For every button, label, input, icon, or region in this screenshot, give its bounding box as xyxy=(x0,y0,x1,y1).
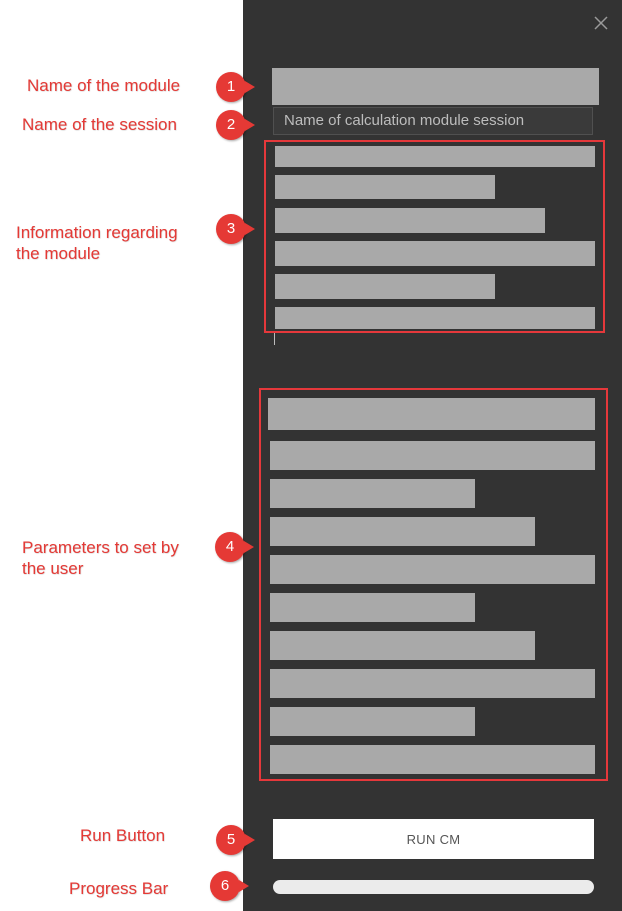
module-info-line xyxy=(275,274,495,299)
annotation-badge-2: 2 xyxy=(216,110,255,140)
module-info-line xyxy=(275,241,595,266)
parameter-field[interactable] xyxy=(270,669,595,698)
close-icon[interactable] xyxy=(592,14,610,32)
annotation-label-module-info: Information regarding the module xyxy=(16,223,178,263)
run-cm-button[interactable]: RUN CM xyxy=(273,819,594,859)
annotation-badge-5: 5 xyxy=(216,825,255,855)
parameter-field[interactable] xyxy=(270,631,535,660)
annotation-label-run-button: Run Button xyxy=(80,826,166,845)
module-info-line xyxy=(275,175,495,199)
scroll-indicator xyxy=(274,333,275,345)
parameter-field[interactable] xyxy=(270,593,475,622)
session-name-field[interactable]: Name of calculation module session xyxy=(273,107,593,135)
parameter-field[interactable] xyxy=(270,441,595,470)
module-info-line xyxy=(275,208,545,233)
annotation-label-module-name: Name of the module xyxy=(27,76,181,95)
module-info-highlight xyxy=(264,140,605,333)
annotation-badge-6: 6 xyxy=(210,871,249,901)
module-name-placeholder xyxy=(272,68,599,105)
progress-bar xyxy=(273,880,594,894)
parameter-field[interactable] xyxy=(270,745,595,774)
annotation-label-progress-bar: Progress Bar xyxy=(69,879,169,898)
annotation-badge-1: 1 xyxy=(216,72,255,102)
module-info-line xyxy=(275,307,595,329)
parameter-field[interactable] xyxy=(270,479,475,508)
parameter-header xyxy=(268,398,595,430)
parameter-field[interactable] xyxy=(270,517,535,546)
annotation-label-parameters: Parameters to set by the user xyxy=(22,538,179,578)
parameters-highlight xyxy=(259,388,608,781)
annotation-badge-3: 3 xyxy=(216,214,255,244)
annotation-badge-4: 4 xyxy=(215,532,254,562)
module-info-line xyxy=(275,146,595,167)
annotation-label-session-name: Name of the session xyxy=(22,115,177,134)
parameter-field[interactable] xyxy=(270,555,595,584)
parameter-field[interactable] xyxy=(270,707,475,736)
